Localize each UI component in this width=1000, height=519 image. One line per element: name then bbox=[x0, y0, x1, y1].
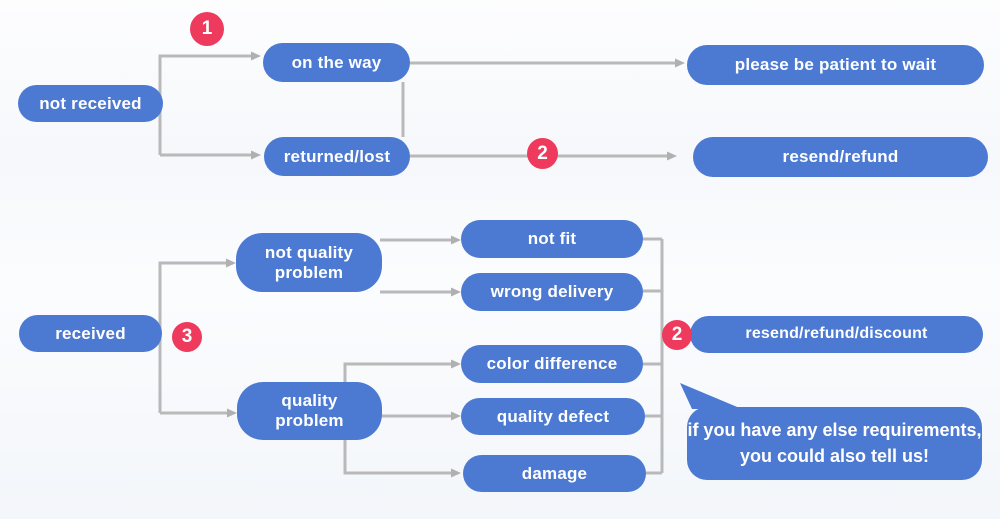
node-not-received: not received bbox=[18, 85, 163, 122]
node-please-be-patient: please be patient to wait bbox=[687, 45, 984, 85]
node-on-the-way: on the way bbox=[263, 43, 410, 82]
node-wrong-delivery: wrong delivery bbox=[461, 273, 643, 311]
step-badge-1: 1 bbox=[190, 12, 224, 46]
node-resend-refund-discount: resend/refund/discount bbox=[690, 316, 983, 353]
node-not-quality-problem: not quality problem bbox=[236, 233, 382, 292]
speech-bubble-line2: you could also tell us! bbox=[739, 445, 930, 466]
node-quality-problem: quality problem bbox=[237, 382, 382, 440]
node-received: received bbox=[19, 315, 162, 352]
speech-bubble-line1: if you have any else requirements, bbox=[687, 420, 982, 441]
node-damage: damage bbox=[463, 455, 646, 492]
speech-bubble-tail bbox=[680, 383, 742, 409]
step-badge-2-bottom: 2 bbox=[662, 320, 692, 350]
step-badge-2-top: 2 bbox=[527, 138, 558, 169]
node-returned-lost: returned/lost bbox=[264, 137, 410, 176]
speech-bubble: if you have any else requirements, you c… bbox=[687, 407, 982, 480]
node-quality-defect: quality defect bbox=[461, 398, 645, 435]
node-resend-refund: resend/refund bbox=[693, 137, 988, 177]
node-color-difference: color difference bbox=[461, 345, 643, 383]
step-badge-3: 3 bbox=[172, 322, 202, 352]
node-not-fit: not fit bbox=[461, 220, 643, 258]
